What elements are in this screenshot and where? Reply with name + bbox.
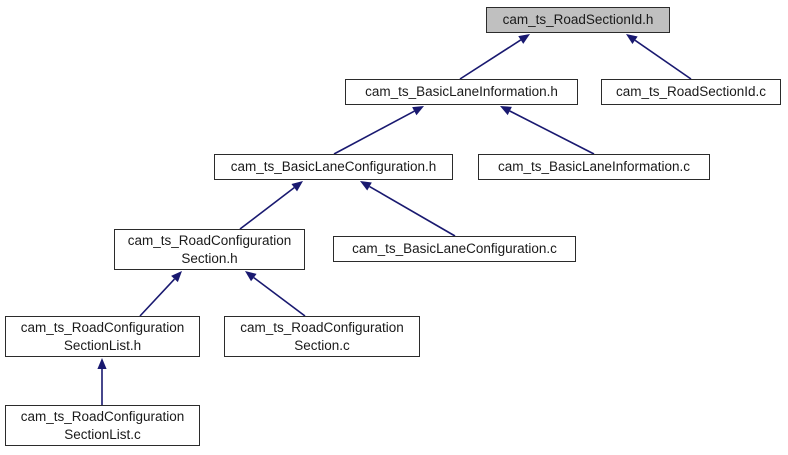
graph-node-label: cam_ts_RoadConfiguration SectionList.h <box>20 319 185 353</box>
edge-arrowhead <box>518 34 530 44</box>
graph-node-n9[interactable]: cam_ts_RoadConfiguration SectionList.c <box>5 405 200 446</box>
graph-node-label: cam_ts_BasicLaneInformation.h <box>365 84 558 99</box>
graph-node-label: cam_ts_RoadConfiguration SectionList.c <box>20 408 185 442</box>
graph-node-n1[interactable]: cam_ts_BasicLaneInformation.h <box>345 79 578 105</box>
edge-arrowhead <box>360 181 372 191</box>
edge-arrowhead <box>97 358 107 369</box>
edge-line <box>459 39 522 80</box>
edge-arrowhead <box>291 181 303 192</box>
graph-node-n6[interactable]: cam_ts_BasicLaneConfiguration.c <box>333 236 576 262</box>
edge-arrowhead <box>171 271 182 283</box>
graph-node-label: cam_ts_BasicLaneInformation.c <box>497 159 691 174</box>
graph-node-label: cam_ts_BasicLaneConfiguration.c <box>352 241 557 256</box>
graph-node-n7[interactable]: cam_ts_RoadConfiguration SectionList.h <box>5 316 200 357</box>
graph-node-n0[interactable]: cam_ts_RoadSectionId.h <box>486 7 670 33</box>
graph-node-n8[interactable]: cam_ts_RoadConfiguration Section.c <box>224 316 420 357</box>
edge-line <box>253 276 306 317</box>
edge-line <box>333 110 415 155</box>
edge-line <box>509 110 595 155</box>
edge-line <box>139 278 176 317</box>
graph-node-n3[interactable]: cam_ts_BasicLaneConfiguration.h <box>214 154 453 180</box>
edge-arrowhead <box>412 106 424 116</box>
graph-node-n2[interactable]: cam_ts_RoadSectionId.c <box>601 79 781 105</box>
edge-arrowhead <box>500 106 512 116</box>
edge-arrowhead <box>626 34 638 45</box>
graph-node-label: cam_ts_BasicLaneConfiguration.h <box>230 159 437 174</box>
graph-node-label: cam_ts_RoadConfiguration Section.c <box>240 319 404 353</box>
graph-node-label: cam_ts_RoadSectionId.h <box>502 12 654 27</box>
graph-node-n4[interactable]: cam_ts_BasicLaneInformation.c <box>478 154 710 180</box>
edge-line <box>239 187 295 230</box>
edge-line <box>369 185 456 237</box>
graph-node-n5[interactable]: cam_ts_RoadConfiguration Section.h <box>114 229 305 270</box>
edge-line <box>634 39 692 80</box>
graph-node-label: cam_ts_RoadConfiguration Section.h <box>127 232 292 266</box>
graph-node-label: cam_ts_RoadSectionId.c <box>615 84 767 99</box>
edge-arrowhead <box>245 271 257 282</box>
